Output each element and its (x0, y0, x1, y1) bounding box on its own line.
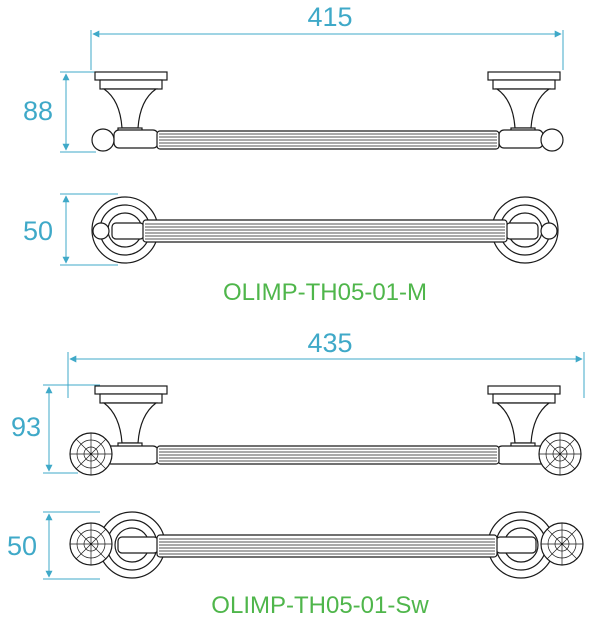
product-2-depth-label: 50 (7, 531, 37, 561)
product-2-top-view (69, 511, 584, 579)
product-1-top-view (91, 196, 559, 264)
product-1-depth-label: 50 (23, 216, 53, 246)
product-2-top-left-crystal-knob (69, 522, 113, 566)
product-2-drawing: 435 93 (7, 328, 585, 619)
product-2-right-crystal-knob (538, 432, 582, 476)
product-2-width-label: 435 (307, 328, 352, 358)
product-2-height-label: 93 (11, 412, 41, 442)
product-2-left-crystal-knob (69, 432, 113, 476)
product-1-width-dimension: 415 (90, 2, 564, 70)
product-1-top-bar-grooves (145, 223, 505, 240)
product-1-width-label: 415 (307, 2, 352, 32)
product-1-height-dimension: 88 (23, 71, 96, 153)
product-1-front-view (91, 71, 564, 152)
product-2-model-label: OLIMP-TH05-01-Sw (211, 592, 429, 619)
product-2-depth-dimension: 50 (7, 511, 100, 580)
product-1-drawing: 415 88 (23, 2, 564, 306)
product-2-front-view (69, 385, 582, 476)
product-2-front-bar-grooves (159, 448, 497, 462)
product-1-front-bar-grooves (159, 133, 497, 147)
product-2-height-dimension: 93 (11, 384, 100, 474)
product-2-width-dimension: 435 (67, 328, 585, 398)
product-2-top-bar-grooves (159, 538, 495, 555)
product-1-depth-dimension: 50 (23, 193, 118, 266)
product-2-top-right-crystal-knob (540, 522, 584, 566)
product-1-height-label: 88 (23, 96, 53, 126)
product-1-model-label: OLIMP-TH05-01-M (223, 279, 427, 306)
